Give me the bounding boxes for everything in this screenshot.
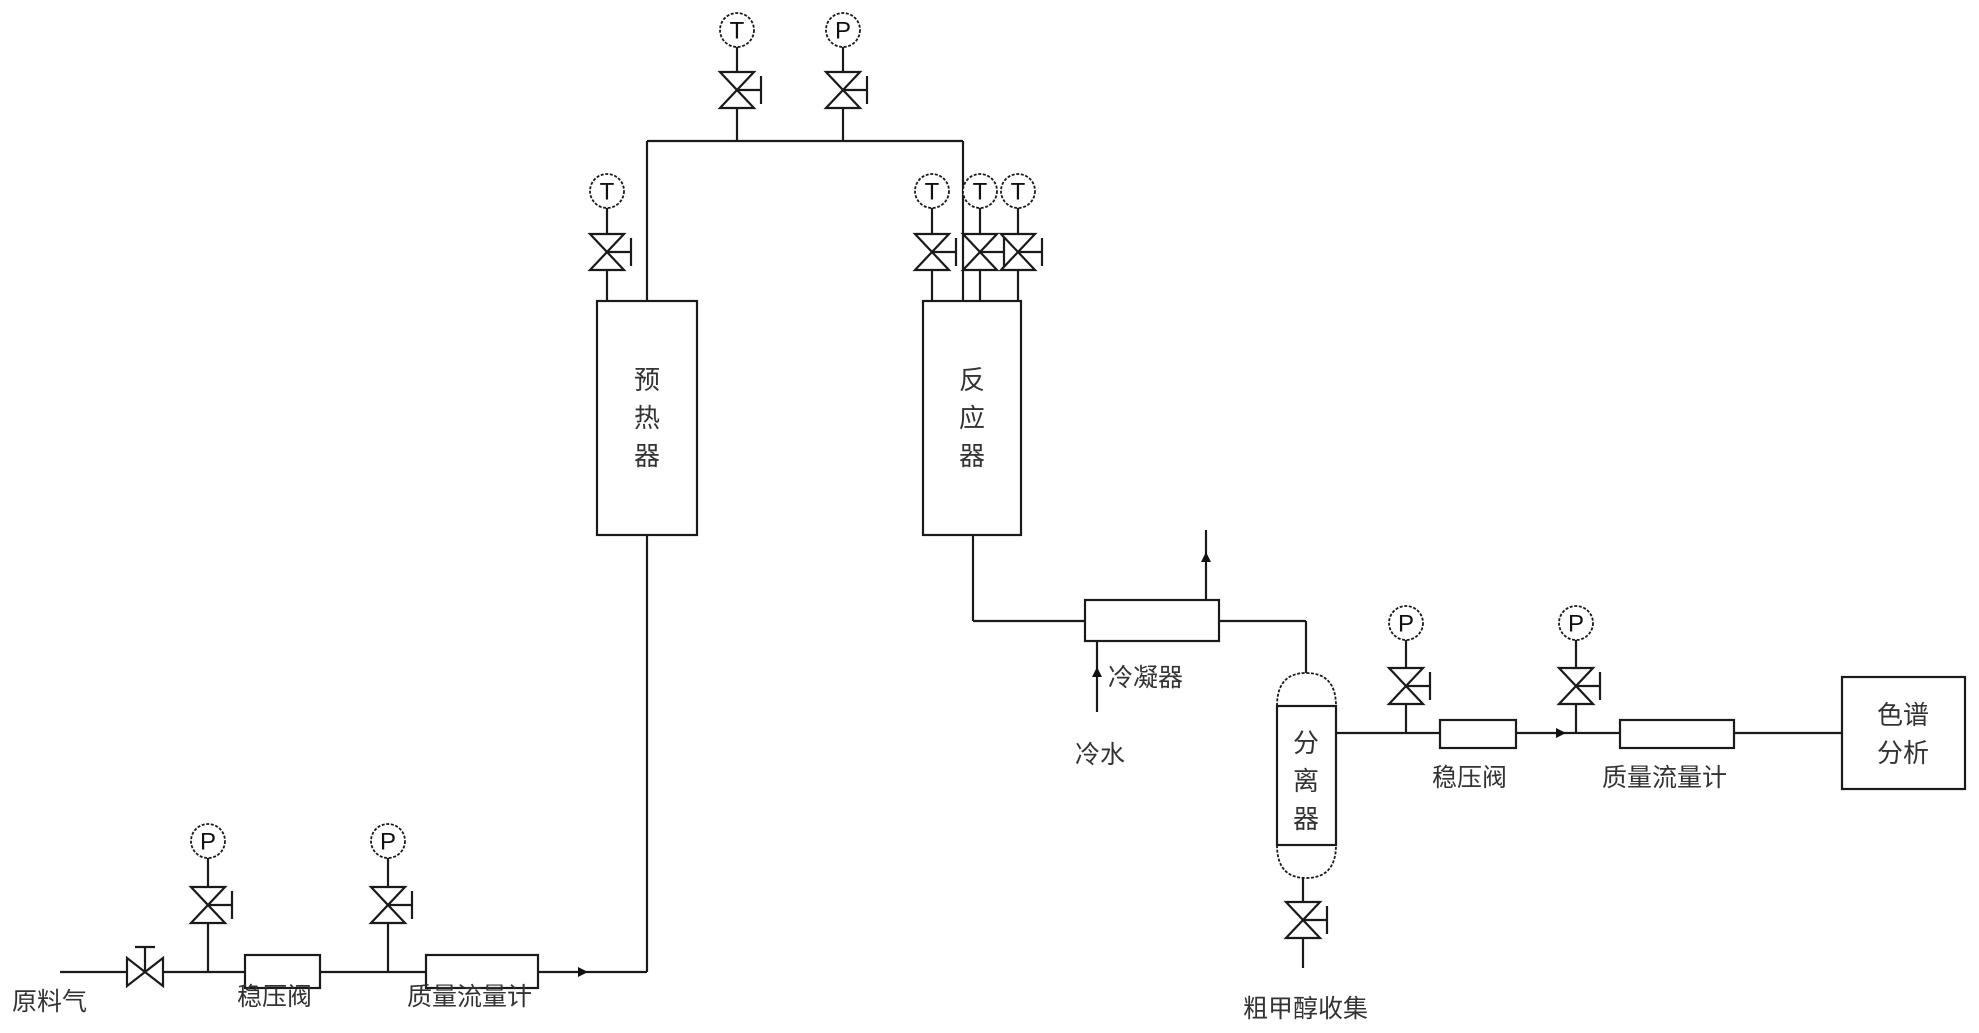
label-mfc-inlet: 质量流量计 [407,982,532,1011]
needle-valve[interactable] [720,72,761,108]
needle-valve[interactable] [1559,668,1600,704]
needle-valve[interactable] [1001,234,1042,270]
label-condenser: 冷凝器 [1108,663,1183,692]
gauge-label: T [973,179,988,206]
needle-valve[interactable] [826,72,867,108]
needle-valve[interactable] [191,887,232,923]
label-feed-gas: 原料气 [12,987,87,1016]
pressure-gauge: P [371,824,405,858]
label-char: 反 [959,366,985,396]
pressure-gauge: P [1389,606,1423,640]
temperature-gauge: T [590,174,624,208]
temperature-gauge: T [963,174,997,208]
label-char: 器 [1293,805,1319,835]
label-crude-methanol: 粗甲醇收集 [1243,994,1368,1023]
needle-valve[interactable] [590,234,631,270]
label-char: 分 [1293,729,1319,759]
label-cold-water: 冷水 [1075,740,1125,769]
needle-valve[interactable] [963,234,1004,270]
pressure-gauge: P [191,824,225,858]
temperature-gauge: T [1001,174,1035,208]
pressure-gauge: P [826,13,860,47]
needle-valve[interactable] [371,887,412,923]
flow-arrow-icon [1556,728,1566,738]
feed-line: P P [60,535,647,988]
label-char: 热 [634,404,660,434]
separator-label-vertical: 分离器 [1293,729,1319,835]
gauge-label: P [380,829,396,856]
gauge-label: T [1011,179,1026,206]
label-regulator-outlet: 稳压阀 [1432,763,1507,792]
gauge-label: T [730,18,745,45]
gauge-label: P [1398,611,1414,638]
flow-arrow-icon [1201,552,1211,562]
gate-valve[interactable] [127,947,163,986]
gc-label-line2: 分析 [1877,739,1929,769]
label-mfc-outlet: 质量流量计 [1602,763,1727,792]
flow-arrow-icon [1092,667,1102,677]
needle-valve[interactable] [1389,668,1430,704]
flow-arrow-icon [578,967,588,977]
label-char: 器 [959,442,985,472]
label-char: 预 [634,366,660,396]
gauge-label: P [200,829,216,856]
pressure-regulator-outlet[interactable] [1440,720,1516,748]
pressure-gauge: P [1559,606,1593,640]
mass-flow-meter-outlet[interactable] [1620,720,1734,748]
temperature-gauge: T [720,13,754,47]
gc-analyzer[interactable] [1842,677,1965,789]
label-char: 离 [1293,767,1319,797]
transfer-header [647,141,963,301]
gc-label-line1: 色谱 [1877,701,1929,731]
label-char: 器 [634,442,660,472]
condenser[interactable] [1085,600,1219,641]
gauge-label: T [600,179,615,206]
drain-valve[interactable] [1286,902,1327,938]
gauge-label: P [1568,611,1584,638]
temperature-gauge: T [915,174,949,208]
reactor-label-vertical: 反应器 [959,366,985,472]
gauge-label: T [925,179,940,206]
needle-valve[interactable] [915,234,956,270]
label-regulator-inlet: 稳压阀 [237,982,312,1011]
preheater-label-vertical: 预热器 [634,366,660,472]
gauge-label: P [835,18,851,45]
label-char: 应 [959,404,985,434]
